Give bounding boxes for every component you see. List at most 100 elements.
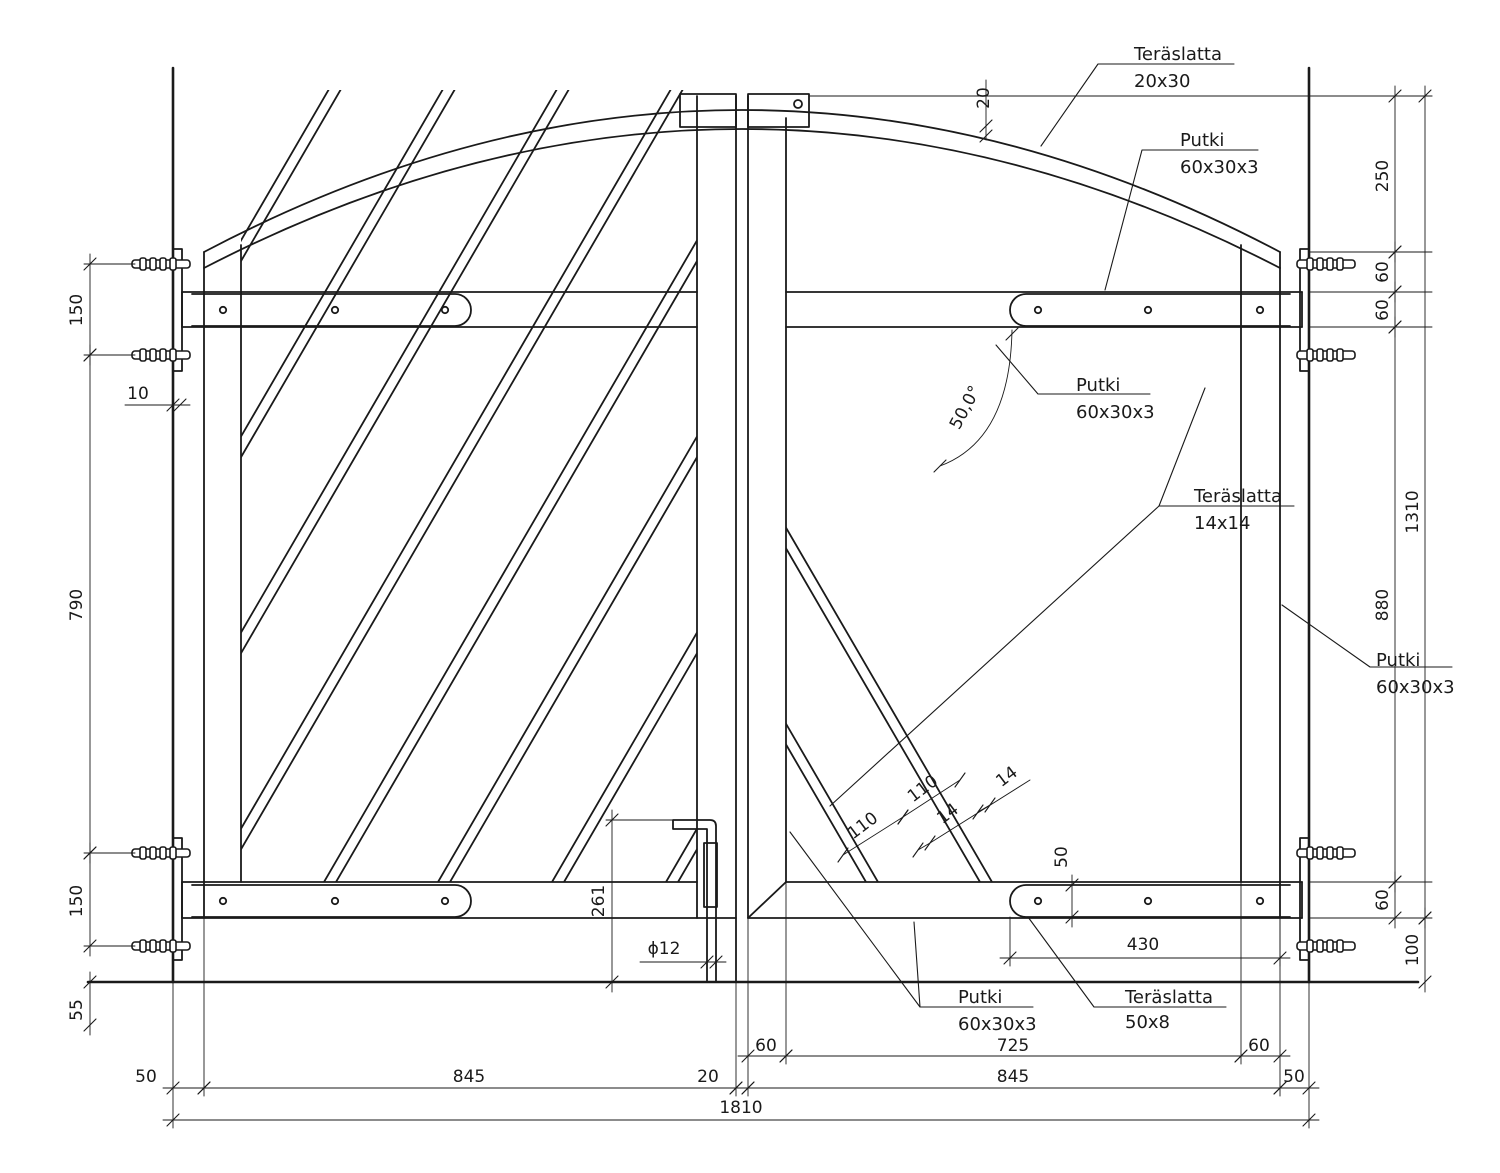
- slat-left-9-1: [676, 847, 697, 882]
- tick-angle-1: [1005, 327, 1019, 341]
- leader-hinge-strap: [1027, 916, 1227, 1008]
- label-top-bar-name: Teräslatta: [1133, 44, 1222, 65]
- dim-latch-dia: ϕ12: [648, 939, 681, 959]
- slat-right-12-1: [286, 60, 774, 900]
- dim-angle-arc: [939, 329, 1013, 467]
- dim-line-slat-14a-t1: [912, 842, 924, 858]
- dim-line-left-10-t2: [173, 398, 187, 412]
- slat-left-0-1: [0, 60, 130, 900]
- dim-strap-50: 50: [1052, 846, 1072, 868]
- label-inner-tube-name: Putki: [1076, 375, 1120, 396]
- dim-latch-261: 261: [589, 885, 609, 917]
- slat-left-4-0: [241, 90, 558, 635]
- strap-right-bottom: [1009, 884, 1291, 918]
- leader-arch-tube: [1104, 149, 1259, 291]
- dim-line-right-100-t2: [1418, 975, 1432, 989]
- slat-left-2-0: [241, 90, 330, 243]
- label-hinge-strap-size: 50x8: [1125, 1012, 1170, 1033]
- dim-line-slat-110a-t1: [837, 847, 849, 863]
- ext-slat-14: [929, 779, 1031, 844]
- dim-bottom-50-left: 50: [135, 1067, 157, 1087]
- label-right-tube-name: Putki: [1376, 650, 1420, 671]
- top-flat-bar-right: [747, 93, 810, 128]
- label-inner-tube-size: 60x30x3: [1076, 402, 1155, 423]
- dim-left-55: 55: [67, 999, 87, 1021]
- leader-right-tube: [1281, 604, 1453, 668]
- slat-right-14-1: [786, 525, 994, 882]
- slat-left-4-1: [241, 90, 570, 656]
- label-top-bar-size: 20x30: [1134, 71, 1190, 92]
- dim-bottom-845-right: 845: [997, 1067, 1029, 1087]
- slat-right-10-0: [46, 60, 534, 900]
- dim-slat-110-a: 110: [844, 808, 882, 844]
- dim-right-880: 880: [1373, 589, 1393, 621]
- leader-top-bar: [1040, 63, 1235, 147]
- dim-line-left-55-t2: [83, 1018, 97, 1032]
- right-bolt-2: [1296, 846, 1356, 860]
- dim-bottom-1810: 1810: [719, 1098, 762, 1118]
- dim-line-latch-dia-t2: [709, 955, 723, 969]
- right-bolt-3: [1296, 939, 1356, 953]
- slats-left: [0, 60, 697, 900]
- slat-left-3-1: [241, 90, 456, 459]
- dim-left-790: 790: [67, 589, 87, 621]
- dim-line-slat-110a: [842, 816, 904, 856]
- label-bottom-tube-size: 60x30x3: [958, 1014, 1037, 1035]
- dim-line-strap-50-t1: [1065, 878, 1079, 892]
- slat-left-7-0: [436, 434, 697, 882]
- dim-right-60-a: 60: [1373, 261, 1393, 283]
- slat-left-0-0: [0, 60, 118, 900]
- dim-bottom-845-left: 845: [453, 1067, 485, 1087]
- slat-left-5-1: [241, 90, 684, 852]
- label-hinge-strap-name: Teräslatta: [1124, 987, 1213, 1008]
- dim-line-slat-110b: [902, 779, 961, 818]
- top-flat-bar-left: [679, 93, 737, 128]
- left-bolt-1: [131, 348, 191, 362]
- slat-right-6-1: [0, 60, 90, 900]
- slat-right-9-0: [0, 60, 420, 900]
- slat-right-11-1: [172, 60, 660, 900]
- dim-left-150-top: 150: [67, 294, 87, 326]
- right-bolt-1: [1296, 348, 1356, 362]
- strap-right-top: [1009, 293, 1291, 327]
- hinge-straps: [191, 293, 1291, 918]
- label-slat-name: Teräslatta: [1193, 486, 1282, 507]
- leader-bottom-tube-2: [913, 921, 921, 1008]
- strap-left-bottom: [191, 884, 472, 918]
- slat-left-6-0: [322, 238, 697, 882]
- slat-left-3-0: [241, 90, 444, 439]
- dim-line-strap-50-t2: [1065, 910, 1079, 924]
- slat-right-13-0: [786, 742, 868, 882]
- dim-line-left-55-t1: [83, 975, 97, 989]
- tick-angle-2: [933, 459, 947, 473]
- dim-bottom-50-right: 50: [1283, 1067, 1305, 1087]
- slat-right-13-1: [786, 721, 880, 882]
- latch: [672, 819, 718, 983]
- label-right-tube-size: 60x30x3: [1376, 677, 1455, 698]
- dim-strap-430: 430: [1127, 935, 1159, 955]
- dim-right-100: 100: [1403, 934, 1423, 966]
- slat-left-8-1: [562, 651, 697, 882]
- slat-left-8-0: [550, 630, 697, 882]
- dim-bottom-20: 20: [697, 1067, 719, 1087]
- annotation-texts: Teräslatta 20x30 Putki 60x30x3 Putki 60x…: [958, 44, 1455, 1035]
- dim-bottom-60-right: 60: [1248, 1036, 1270, 1056]
- dim-left-150-bottom: 150: [67, 885, 87, 917]
- dim-right-60-c: 60: [1373, 889, 1393, 911]
- gate-frame: [181, 93, 1303, 983]
- dim-bottom-60-left: 60: [755, 1036, 777, 1056]
- slat-right-14-0: [786, 546, 982, 882]
- slat-right-8-0: [0, 60, 306, 900]
- dim-line-latch-261-t2: [605, 975, 619, 989]
- dimension-lines: [83, 79, 1433, 1129]
- label-arch-tube-size: 60x30x3: [1180, 157, 1259, 178]
- left-bolt-0: [131, 257, 191, 271]
- dim-line-slat-14a: [917, 842, 931, 851]
- slat-left-2-1: [241, 90, 342, 263]
- leader-slat-2: [829, 505, 1160, 807]
- dim-top-gap: 20: [974, 87, 994, 109]
- right-hinge-plate-bottom: [1299, 837, 1310, 961]
- label-bottom-tube-name: Putki: [958, 987, 1002, 1008]
- right-bottom-chamfer: [747, 881, 787, 919]
